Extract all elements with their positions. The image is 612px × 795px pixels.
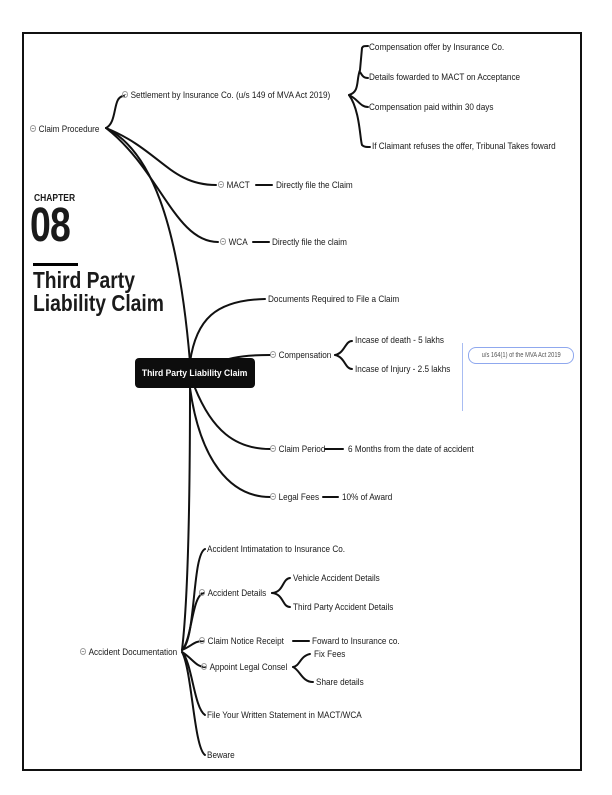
collapse-icon[interactable] (270, 493, 277, 500)
connector-comp-death (334, 340, 353, 356)
chapter-title-line-2: Liability Claim (33, 290, 164, 316)
node-settlement-step-1[interactable]: Compensation offer by Insurance Co. (369, 42, 505, 53)
connector-mact (105, 127, 217, 186)
connector-step-2 (359, 71, 369, 79)
chapter-number: 08 (30, 199, 71, 252)
connector-root-claim-procedure (105, 127, 191, 363)
node-wca-detail[interactable]: Directly file the claim (272, 237, 347, 248)
node-compensation[interactable]: Compensation (270, 350, 331, 361)
note-bracket (462, 343, 463, 411)
node-documents-required[interactable]: Documents Required to File a Claim (268, 294, 400, 305)
collapse-icon[interactable] (201, 663, 208, 670)
connector-beware (181, 651, 206, 756)
node-third-party-accident-details[interactable]: Third Party Accident Details (293, 602, 394, 613)
connector-comp-injury (334, 354, 353, 370)
collapse-icon[interactable] (270, 351, 277, 358)
connector-step-4 (348, 94, 371, 148)
node-compensation-injury[interactable]: Incase of Injury - 2.5 lakhs (355, 364, 451, 375)
chapter-label: CHAPTER (34, 193, 76, 204)
node-settlement-step-3[interactable]: Compensation paid within 30 days (369, 102, 494, 113)
node-claim-period-detail[interactable]: 6 Months from the date of accident (348, 444, 474, 455)
compensation-note[interactable]: u/s 164(1) of the MVA Act 2019 (468, 347, 574, 364)
collapse-icon[interactable] (80, 648, 87, 655)
node-compensation-death[interactable]: Incase of death - 5 lakhs (355, 335, 445, 346)
node-fix-fees[interactable]: Fix Fees (314, 649, 346, 660)
node-settlement[interactable]: Settlement by Insurance Co. (u/s 149 of … (122, 90, 330, 101)
collapse-icon[interactable] (199, 637, 206, 644)
chapter-divider (33, 263, 78, 266)
node-legal-fees[interactable]: Legal Fees (270, 492, 319, 503)
connector-step-3 (348, 94, 369, 108)
node-wca[interactable]: WCA (220, 237, 248, 248)
connector-documents (189, 298, 266, 363)
connector-fix-fees (292, 653, 311, 668)
connector-settlement-bracket (348, 45, 369, 96)
node-claim-procedure[interactable]: Claim Procedure (30, 124, 99, 135)
connector-root-accident-documentation (181, 387, 191, 651)
node-settlement-step-4[interactable]: If Claimant refuses the offer, Tribunal … (372, 141, 556, 152)
node-appoint-legal-counsel[interactable]: Appoint Legal Consel (201, 662, 287, 673)
connector-claim-period (194, 387, 271, 450)
node-legal-fees-detail[interactable]: 10% of Award (342, 492, 393, 503)
chapter-title-line-1: Third Party (33, 267, 135, 293)
node-claim-period[interactable]: Claim Period (270, 444, 325, 455)
root-node[interactable]: Third Party Liability Claim (135, 358, 255, 388)
node-mact[interactable]: MACT (218, 180, 250, 191)
chapter-title: Third Party Liability Claim (33, 269, 164, 315)
collapse-icon[interactable] (218, 181, 225, 188)
connector-third-party-details (271, 592, 291, 608)
connector-wca (105, 127, 219, 243)
connector-share-details (292, 666, 314, 683)
node-claim-notice-receipt[interactable]: Claim Notice Receipt (199, 636, 284, 647)
node-mact-detail[interactable]: Directly file the Claim (276, 180, 353, 191)
connector-settlement (105, 95, 125, 129)
collapse-icon[interactable] (270, 445, 277, 452)
node-claim-notice-detail[interactable]: Foward to Insurance co. (312, 636, 400, 647)
node-vehicle-accident-details[interactable]: Vehicle Accident Details (293, 573, 380, 584)
node-beware[interactable]: Beware (207, 750, 235, 761)
collapse-icon[interactable] (220, 238, 227, 245)
connector-legal-fees (189, 387, 271, 498)
root-node-label: Third Party Liability Claim (142, 367, 248, 379)
node-settlement-step-2[interactable]: Details fowarded to MACT on Acceptance (369, 72, 521, 83)
node-share-details[interactable]: Share details (316, 677, 364, 688)
node-accident-intimation[interactable]: Accident Intimatation to Insurance Co. (207, 544, 346, 555)
collapse-icon[interactable] (199, 589, 206, 596)
node-written-statement[interactable]: File Your Written Statement in MACT/WCA (207, 710, 362, 721)
node-accident-details[interactable]: Accident Details (199, 588, 266, 599)
page-border (22, 32, 582, 771)
connector-vehicle-details (271, 577, 291, 594)
node-accident-documentation[interactable]: Accident Documentation (80, 647, 177, 658)
collapse-icon[interactable] (122, 91, 129, 98)
collapse-icon[interactable] (30, 125, 37, 132)
